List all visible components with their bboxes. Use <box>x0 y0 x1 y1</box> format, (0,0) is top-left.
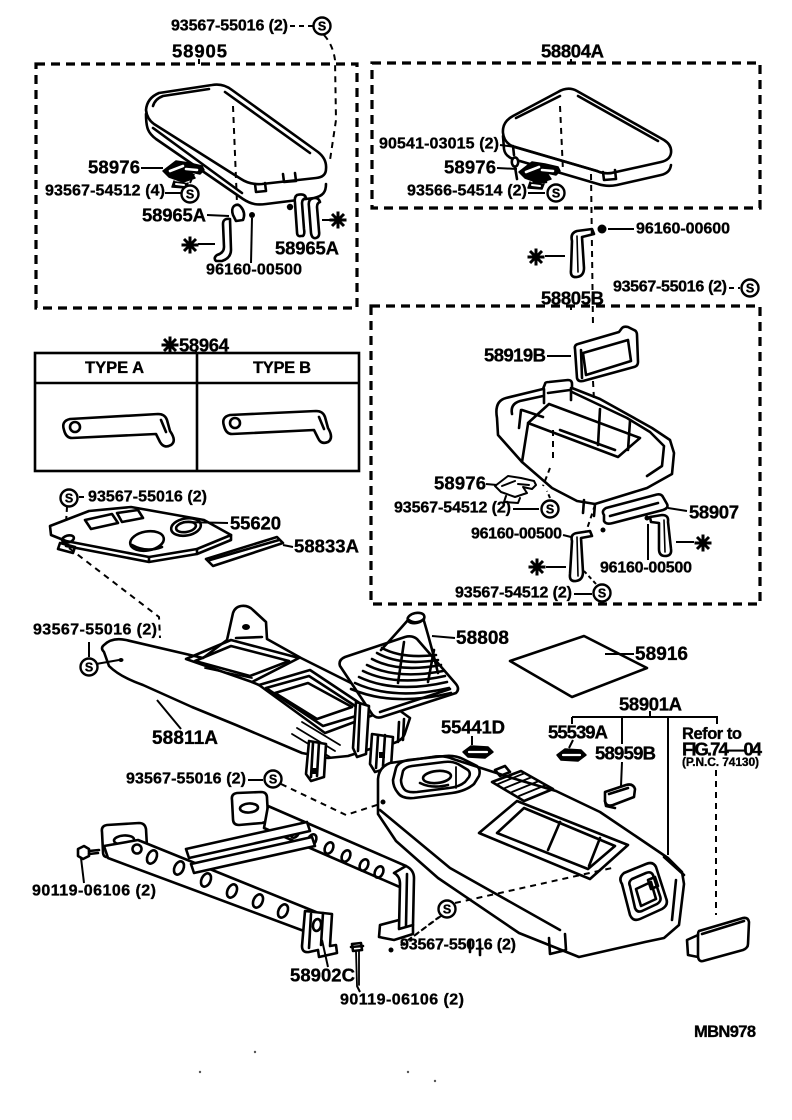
svg-text:93567-54512 (2): 93567-54512 (2) <box>394 500 511 517</box>
svg-text:93567-54512 (2): 93567-54512 (2) <box>455 585 572 602</box>
svg-text:58804A: 58804A <box>541 41 604 62</box>
svg-text:58811A: 58811A <box>152 728 218 749</box>
svg-text:58907: 58907 <box>689 502 739 523</box>
svg-text:93567-55016 (2): 93567-55016 (2) <box>171 18 288 35</box>
svg-text:S: S <box>269 773 277 787</box>
svg-text:S: S <box>443 903 451 917</box>
svg-text:96160-00500: 96160-00500 <box>471 526 562 543</box>
svg-text:Refor to: Refor to <box>682 725 742 743</box>
svg-text:93566-54514 (2): 93566-54514 (2) <box>407 183 527 200</box>
svg-text:58976: 58976 <box>88 157 140 178</box>
svg-text:58808: 58808 <box>456 628 509 649</box>
svg-text:93567-55016 (2): 93567-55016 (2) <box>613 279 727 296</box>
svg-text:58919B: 58919B <box>484 345 546 366</box>
svg-text:S: S <box>318 20 326 34</box>
svg-text:S: S <box>746 282 754 296</box>
svg-text:S: S <box>65 492 73 506</box>
svg-text:55620: 55620 <box>230 513 281 534</box>
svg-text:(P.N.C. 74130): (P.N.C. 74130) <box>682 755 759 769</box>
svg-text:93567-55016 (2): 93567-55016 (2) <box>88 489 207 506</box>
svg-text:93567-55016 (2): 93567-55016 (2) <box>33 622 157 639</box>
svg-text:93567-55016 (2): 93567-55016 (2) <box>126 771 246 788</box>
svg-text:58976: 58976 <box>444 157 496 178</box>
svg-text:S: S <box>546 503 554 517</box>
svg-text:58916: 58916 <box>635 644 688 665</box>
svg-text:58833A: 58833A <box>294 536 359 557</box>
svg-text:FIG.74—04: FIG.74—04 <box>682 739 763 760</box>
svg-text:TYPE A: TYPE A <box>85 359 144 377</box>
svg-text:58905: 58905 <box>172 41 227 62</box>
svg-text:93567-55016 (2): 93567-55016 (2) <box>400 937 516 954</box>
svg-text:S: S <box>598 587 606 601</box>
svg-text:55441D: 55441D <box>441 717 505 738</box>
svg-text:58901A: 58901A <box>619 694 682 715</box>
svg-text:S: S <box>186 188 194 202</box>
svg-text:93567-54512 (4): 93567-54512 (4) <box>45 183 165 200</box>
svg-text:58902C: 58902C <box>290 965 355 986</box>
svg-text:S: S <box>85 661 93 675</box>
svg-text:58965A: 58965A <box>142 205 206 226</box>
svg-text:90119-06106 (2): 90119-06106 (2) <box>340 992 464 1009</box>
svg-text:90119-06106 (2): 90119-06106 (2) <box>32 883 156 900</box>
svg-text:S: S <box>552 187 560 201</box>
svg-text:58976: 58976 <box>434 473 486 494</box>
svg-text:58964: 58964 <box>179 335 230 356</box>
svg-text:58965A: 58965A <box>275 238 339 259</box>
svg-text:55539A: 55539A <box>548 722 608 743</box>
svg-text:96160-00500: 96160-00500 <box>206 262 302 279</box>
svg-text:96160-00600: 96160-00600 <box>636 221 730 238</box>
svg-text:58959B: 58959B <box>595 743 656 764</box>
svg-text:MBN978: MBN978 <box>694 1023 756 1041</box>
svg-text:TYPE B: TYPE B <box>253 359 311 377</box>
svg-text:58805B: 58805B <box>541 288 604 309</box>
svg-text:96160-00500: 96160-00500 <box>600 560 692 577</box>
svg-text:90541-03015 (2): 90541-03015 (2) <box>379 136 499 153</box>
